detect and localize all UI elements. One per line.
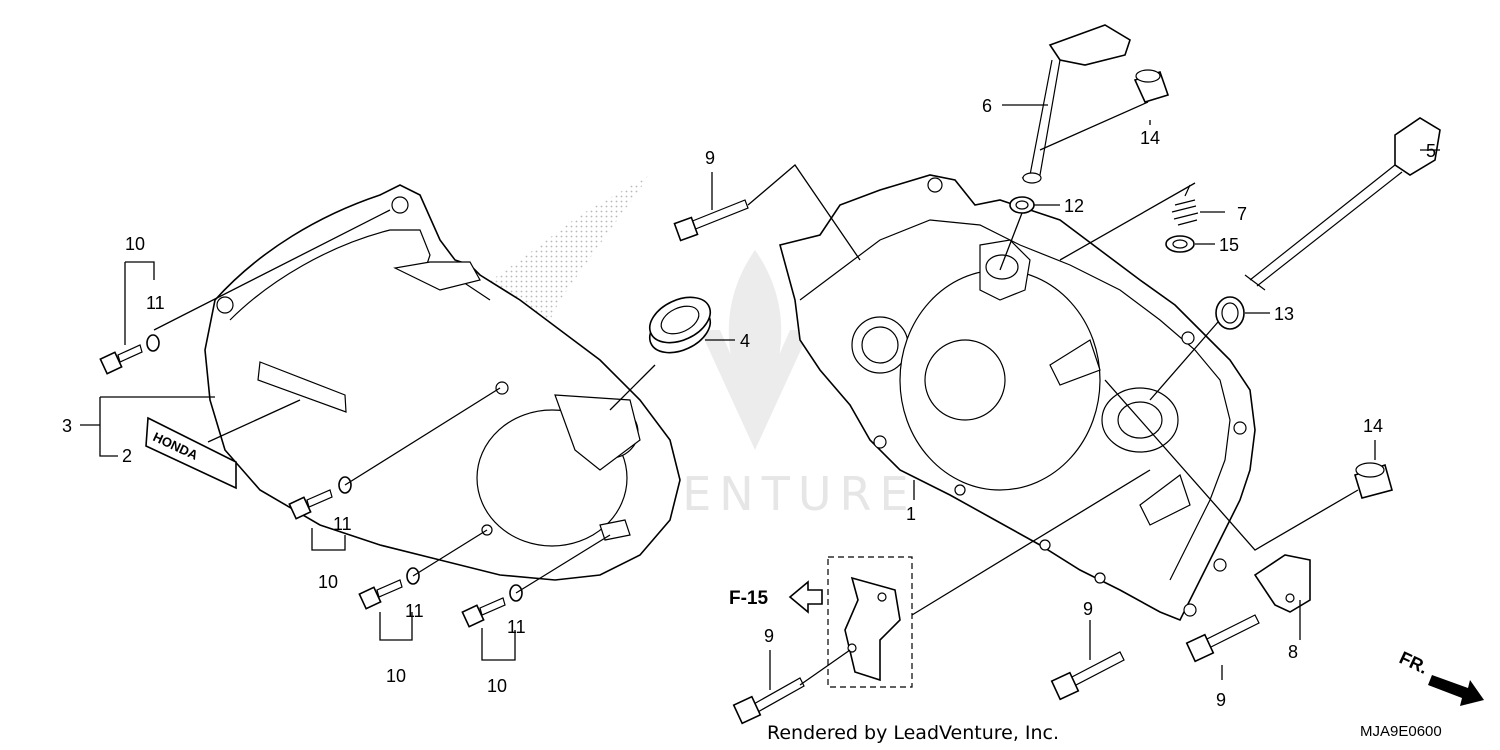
bolt-9-top bbox=[673, 199, 749, 242]
leader-lines bbox=[80, 101, 1440, 690]
callout-9-left: 9 bbox=[764, 626, 774, 646]
harness-clamp bbox=[1253, 554, 1311, 613]
callout-4: 4 bbox=[740, 331, 750, 351]
watermark-flame-logo bbox=[700, 250, 810, 450]
callout-11-mid: 11 bbox=[333, 514, 352, 534]
ref-arrow bbox=[788, 580, 823, 614]
spring bbox=[1171, 184, 1199, 226]
callout-10-top: 10 bbox=[125, 234, 145, 254]
footer-credit: Rendered by LeadVenture, Inc. bbox=[767, 722, 1059, 744]
callout-12: 12 bbox=[1064, 196, 1084, 216]
callout-3: 3 bbox=[62, 416, 72, 436]
bolt-9-bottom-left bbox=[732, 677, 805, 725]
right-crankcase-cover bbox=[779, 174, 1256, 622]
oil-seal bbox=[648, 296, 712, 354]
callout-11-top: 11 bbox=[146, 293, 165, 313]
ref-label: F-15 bbox=[729, 588, 769, 609]
callout-13: 13 bbox=[1274, 304, 1294, 324]
front-direction-label: FR. bbox=[1396, 647, 1431, 677]
callout-15: 15 bbox=[1219, 235, 1239, 255]
o-ring bbox=[1215, 296, 1245, 330]
washer-12 bbox=[1009, 196, 1035, 214]
emblem-recess bbox=[257, 361, 347, 413]
callout-14-right: 14 bbox=[1363, 416, 1383, 436]
callout-10-bottom-right: 10 bbox=[487, 676, 507, 696]
callout-10-bottom-left: 10 bbox=[386, 666, 406, 686]
bolt-9-bottom-mid bbox=[1050, 651, 1125, 701]
bracket-dashed-box bbox=[827, 556, 913, 688]
callout-14-top: 14 bbox=[1140, 128, 1160, 148]
callouts: 1 2 3 4 5 6 7 8 9 9 9 9 10 10 10 10 11 1… bbox=[62, 96, 1436, 710]
collar-top bbox=[1133, 69, 1170, 103]
callout-6: 6 bbox=[982, 96, 992, 116]
callout-7: 7 bbox=[1237, 204, 1247, 224]
clip-15 bbox=[1165, 235, 1195, 253]
callout-9-top: 9 bbox=[705, 148, 715, 168]
callout-10-mid: 10 bbox=[318, 572, 338, 592]
collar-lower bbox=[1354, 462, 1393, 499]
left-crankcase-cover bbox=[204, 184, 681, 581]
callout-9-right: 9 bbox=[1216, 690, 1226, 710]
callout-2: 2 bbox=[122, 446, 132, 466]
oil-dipstick bbox=[1244, 117, 1441, 291]
bolt-10-top bbox=[99, 334, 160, 375]
callout-5: 5 bbox=[1426, 141, 1436, 161]
diagram-code: MJA9E0600 bbox=[1360, 723, 1442, 740]
callout-8: 8 bbox=[1288, 642, 1298, 662]
callout-1: 1 bbox=[906, 504, 916, 524]
speed-sensor bbox=[1021, 24, 1131, 184]
callout-11-bottom-left: 11 bbox=[405, 601, 424, 621]
front-direction-arrow bbox=[1428, 675, 1484, 706]
bolt-9-bottom-right bbox=[1185, 614, 1260, 663]
callout-11-bottom-right: 11 bbox=[507, 617, 526, 637]
callout-9-mid: 9 bbox=[1083, 599, 1093, 619]
